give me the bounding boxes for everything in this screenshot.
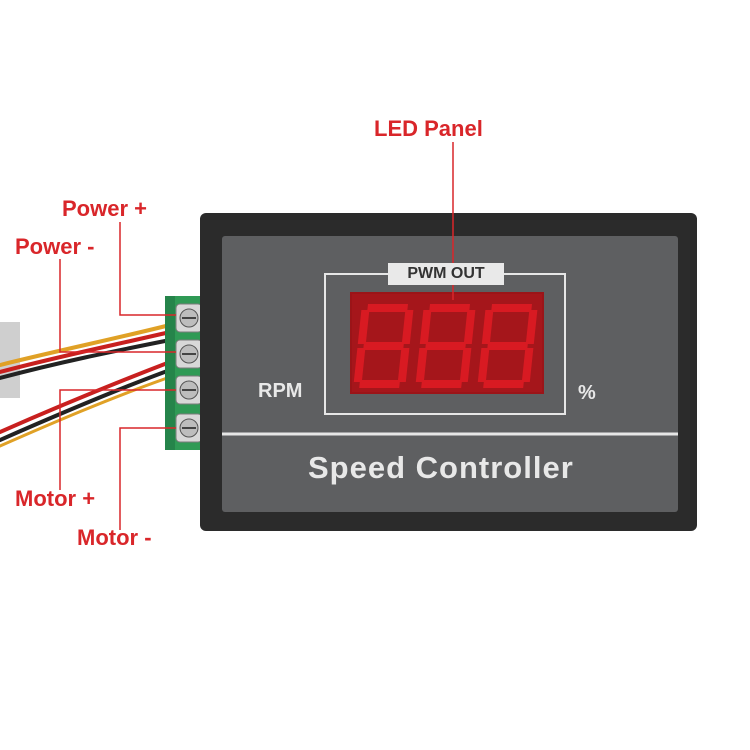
percent-label: % [578,382,596,404]
rpm-label: RPM [258,380,303,402]
terminal-block [165,296,207,450]
label-led-panel: LED Panel [374,116,483,141]
label-motor-minus: Motor - [77,525,152,550]
terminal-screw-power-minus [175,339,203,369]
device-title: Speed Controller [308,450,574,485]
leader-motor-minus [119,427,176,530]
terminal-screw-motor-plus [175,375,203,405]
leader-motor-plus [59,389,176,490]
label-power-minus: Power - [15,234,95,259]
leader-power-minus [59,259,176,353]
led-digit-1 [353,304,414,388]
leader-power-plus [119,222,176,316]
gallery-prev-thumbnail[interactable] [0,322,20,398]
label-motor-plus: Motor + [15,486,96,511]
terminal-screw-motor-minus [175,413,203,443]
label-power-plus: Power + [62,196,147,221]
display-header-label: PWM OUT [388,263,504,285]
terminal-screw-power-plus [175,303,203,333]
led-digit-3 [477,304,538,388]
led-digit-2 [415,304,476,388]
